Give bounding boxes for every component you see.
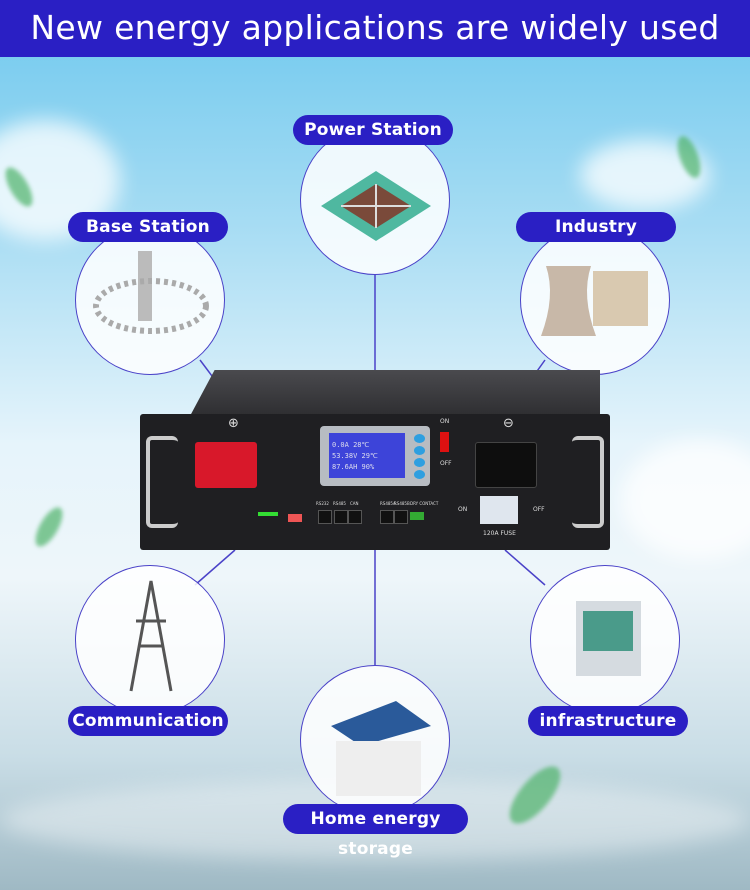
- communication-image: [75, 565, 225, 715]
- switch-on-label: ON: [440, 418, 450, 425]
- lcd-voltage: 53.38V: [332, 452, 358, 460]
- lcd-soc: 90%: [361, 463, 375, 471]
- soc-leds: [258, 512, 278, 516]
- breaker-on-label: ON: [458, 506, 468, 513]
- port-label: RS232: [316, 501, 329, 506]
- port-rs485[interactable]: [334, 510, 348, 524]
- communication-label: Communication: [68, 706, 228, 736]
- industry-label: Industry: [516, 212, 676, 242]
- lcd-current: 0.0A: [332, 441, 349, 449]
- home-energy-storage-label: Home energy storage: [283, 804, 468, 859]
- port-label: CAN: [350, 501, 359, 506]
- positive-symbol: ⊕: [228, 416, 239, 431]
- power-station-image: [300, 125, 450, 275]
- circuit-breaker[interactable]: [480, 496, 518, 524]
- lcd-temp-2: 29℃: [361, 452, 378, 460]
- infrastructure-image: [530, 565, 680, 715]
- lcd-capacity: 87.6AH: [332, 463, 358, 471]
- port-can[interactable]: [348, 510, 362, 524]
- port-rs485a[interactable]: [380, 510, 394, 524]
- negative-symbol: ⊖: [503, 416, 514, 431]
- port-label: RS485B: [394, 501, 410, 506]
- lcd-button-menu[interactable]: [414, 446, 425, 455]
- dry-contact[interactable]: [410, 512, 424, 520]
- negative-terminal: [475, 442, 537, 488]
- fuse-label: 120A FUSE: [483, 530, 516, 537]
- base-station-image: [75, 225, 225, 375]
- port-rs485b[interactable]: [394, 510, 408, 524]
- left-handle: [146, 436, 178, 528]
- dip-switch[interactable]: [288, 514, 302, 522]
- power-switch[interactable]: [440, 432, 449, 452]
- breaker-off-label: OFF: [533, 506, 545, 513]
- industry-image: [520, 225, 670, 375]
- lcd-button-down[interactable]: [414, 458, 425, 467]
- lcd-button-enter[interactable]: [414, 470, 425, 479]
- lcd-display: 0.0A 28℃ 53.38V 29℃ 87.6AH 90%: [320, 426, 430, 486]
- port-label: RS485: [333, 501, 346, 506]
- battery-unit: ⊕ ⊖ 0.0A 28℃ 53.38V 29℃ 87.6AH 90% ON OF…: [140, 370, 610, 550]
- lcd-temp-1: 28℃: [353, 441, 370, 449]
- right-handle: [572, 436, 604, 528]
- lcd-button-up[interactable]: [414, 434, 425, 443]
- base-station-label: Base Station: [68, 212, 228, 242]
- port-rs232[interactable]: [318, 510, 332, 524]
- power-station-label: Power Station: [293, 115, 453, 145]
- switch-off-label: OFF: [440, 460, 452, 467]
- page-title: New energy applications are widely used: [0, 0, 750, 57]
- port-label: DRY CONTACT: [410, 501, 439, 506]
- infrastructure-label: infrastructure: [528, 706, 688, 736]
- port-label: RS485A: [380, 501, 396, 506]
- positive-terminal: [195, 442, 257, 488]
- home-energy-storage-image: [300, 665, 450, 815]
